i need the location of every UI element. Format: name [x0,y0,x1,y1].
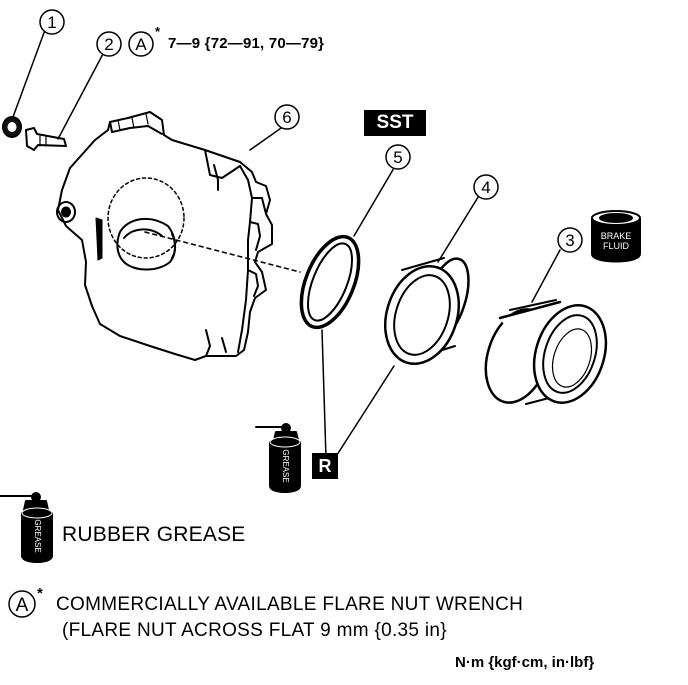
piston-seal-part [299,167,395,459]
legend-grease-can-label: GREASE [33,519,42,552]
replace-badge: R [312,453,338,479]
tool-legend-line-2: (FLARE NUT ACROSS FLAT 9 mm {0.35 in} [62,620,447,641]
legend-asterisk: * [37,585,43,602]
tool-a-circle [128,31,154,57]
brake-fluid-label-2: FLUID [603,241,630,251]
tool-a-mark: A [135,35,147,54]
callout-6: 6 [282,108,291,127]
brake-fluid-can-icon [591,210,641,263]
callout-6-circle [274,104,300,130]
callout-3-circle [557,227,583,253]
rubber-grease-legend: RUBBER GREASE [62,523,246,546]
piston-part [484,249,608,405]
dust-boot-part [334,193,481,459]
sst-badge: SST [364,110,426,136]
callout-4: 4 [481,178,490,197]
legend-tool-a-circle [8,590,36,618]
bleeder-screw-part [25,51,105,151]
callout-5-circle [385,144,411,170]
grease-can-icon [255,423,301,493]
callout-1: 1 [47,13,56,32]
legend-grease-can-icon [0,492,53,563]
brake-fluid-label-1: BRAKE [601,231,632,241]
torque-spec: 7—9 {72—91, 70—79} [168,35,325,52]
callout-3: 3 [565,231,574,250]
callout-4-circle [473,174,499,200]
legend-tool-a-mark: A [16,595,29,616]
grease-can-label: GREASE [281,449,290,482]
callout-1-circle [39,9,65,35]
callout-2-circle [96,31,122,57]
tool-legend-line-1: COMMERCIALLY AVAILABLE FLARE NUT WRENCH [56,594,524,615]
caliper-body-part [56,111,301,361]
units-note: N·m {kgf·cm, in·lbf} [455,654,595,671]
bleeder-cap-part [2,29,46,138]
tool-a-asterisk: * [155,24,161,39]
callout-2: 2 [104,35,113,54]
callout-5: 5 [393,148,402,167]
